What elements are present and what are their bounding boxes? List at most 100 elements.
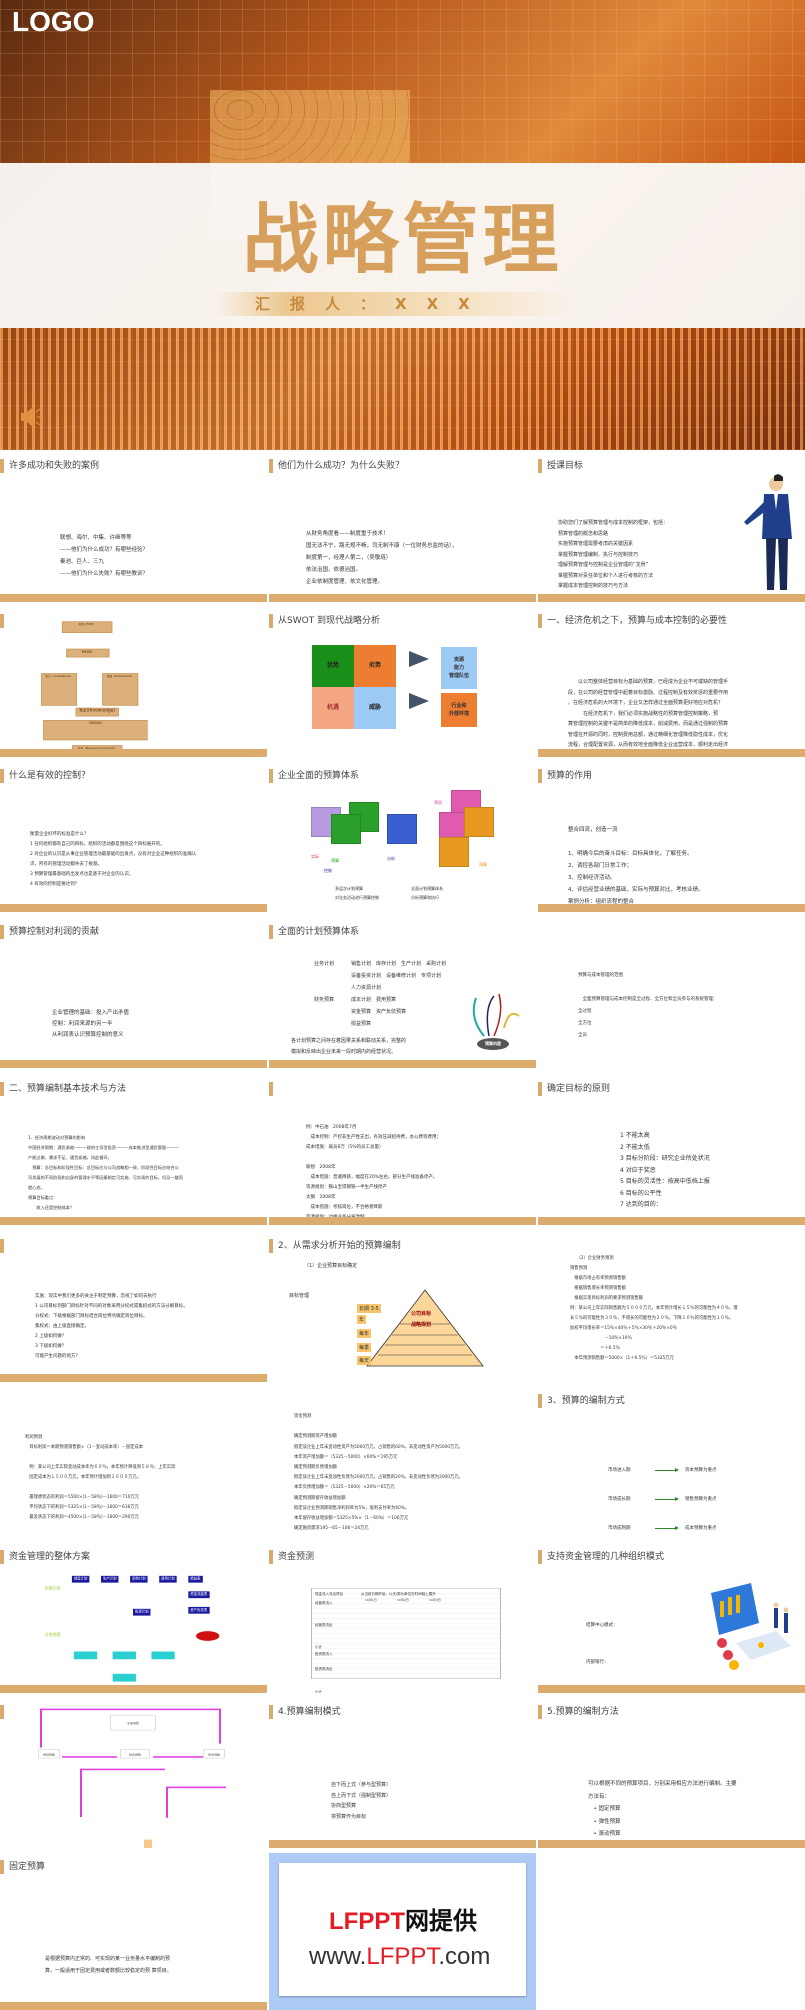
title-accent-bar [538, 769, 542, 783]
cyan-box [112, 1673, 136, 1682]
slide-title-text: 二、预算编制基本技术与方法 [9, 1084, 127, 1094]
budget-cube [439, 837, 469, 867]
figure-label: 损益预算 [351, 1021, 372, 1027]
flow-line [153, 1756, 203, 1758]
isometric-finance-illustration [711, 1583, 791, 1670]
text-line: 固定成本为１５００万元，本年预计增加到１６００万元。 [25, 1475, 142, 1480]
slide-thumbnail[interactable]: 二、预算编制基本技术与方法 1、经济周期波动对预算的影响中国经济周期：通货紧缩——… [0, 1075, 267, 1225]
text-line: 实施：现实中我们更多的关注于制定预算，忽视了如何去执行 [35, 1294, 157, 1299]
slide-thumbnail[interactable]: 授课目标协助您们了解预算管理与成本控制的框架，包括：预算管理的概念和思路实施预算… [538, 452, 805, 602]
figure-label: 预算 [331, 858, 339, 863]
text-line: 本年预测销售额＝5000×（1＋6.5％）＝5325万元 [570, 1356, 674, 1361]
slide-thumbnail[interactable]: 从SWOT 到现代战略分析优势劣势机遇威胁资源 能力 管理队伍行业和 外部环境 [269, 607, 536, 757]
text-line: 1、经济周期波动对预算的影响 [28, 1135, 86, 1140]
slide-bottom-bar [0, 2002, 267, 2010]
slide-bottom-bar [0, 1060, 267, 1068]
ad-url[interactable]: www.LFPPT.com [309, 1943, 490, 1971]
slide-body-text: 是根据预算内正常的、可实现的某一业务量水平编制的预算，一般适用于固定费用或者数额… [45, 1953, 172, 1977]
slide-thumbnail[interactable]: 资金管理的整体方案长期计划日常经营短期预算销售计划生产计划采购计划费用计划损益表… [0, 1543, 267, 1693]
text-line: 3 预算管理最基础的出发点也是基于对企业的认识。 [30, 872, 134, 877]
arrow-right-icon [655, 1497, 679, 1501]
text-line: 掌握预算对责任单位和个人进行考核的方法 [558, 572, 654, 579]
slide-thumbnail[interactable]: （2）企业财务预测销售预测 根据市场占有率预测销售额 根据销售增长率预测销售额 … [538, 1232, 805, 1382]
text-line: 是根据预算内正常的、可实现的某一业务量水平编制的预 [45, 1956, 171, 1962]
cyan-box [73, 1651, 98, 1660]
text-line: 理解预算管理与控制是企业管理的“龙骨” [558, 562, 649, 568]
arcs-diagram [472, 993, 520, 1037]
figure-label: 日常经营 [44, 1632, 61, 1637]
slide-thumbnail[interactable]: 利润预测 目标利润＝本期预测销售额×（1－变动成本率）－固定成本 例：某公司上年… [0, 1387, 267, 1537]
slide-title [0, 1239, 9, 1253]
slide-title: 确定目标的原则 [538, 1082, 610, 1096]
slide-title: 资金预测 [269, 1550, 314, 1564]
slide-title-text: 企业全面的预算体系 [278, 771, 360, 781]
flow-line [166, 1786, 226, 1789]
title-accent-bar [538, 1705, 542, 1719]
title-slide[interactable]: LOGO 战略管理 汇报人：XXX [0, 0, 805, 450]
slide-figure [0, 1387, 267, 1537]
budget-cube [464, 807, 494, 837]
slide-bottom-bar [0, 1217, 267, 1225]
title-accent-bar [269, 1550, 273, 1564]
slide-figure [538, 1543, 805, 1693]
slide-bottom-bar [538, 594, 805, 602]
slide-thumbnail[interactable]: 5.预算的编制方法可以根据不同的预算项目，分别采用相应方法进行编制。主要方法有：… [538, 1698, 805, 1848]
slide-thumbnail[interactable]: 全面预算经营预算财务预算资本预算预计损益表预计资产负债表预计现金流量表 [0, 1698, 267, 1848]
text-line: 识，所有的管理活动都失去了根基。 [30, 862, 102, 867]
slide-thumbnail[interactable]: 4.预算编制模式自下而上式（参与型预算）自上而下式（强制型预算）协商型预算将预算… [269, 1698, 536, 1848]
slide-figure [538, 1075, 805, 1225]
slide-figure [0, 1853, 267, 2010]
slide-thumbnail[interactable]: 资金预测确定预测期资产增加额假定该企业上年末变动性资产为5000万元，占销售的6… [269, 1387, 536, 1537]
text-line: 根据实现目标利润的要求预测销售额 [570, 1296, 644, 1301]
figure-label: 业务计划 [314, 961, 335, 967]
slide-bottom-bar [538, 1840, 805, 1848]
slide-title-text: 固定预算 [9, 1862, 46, 1872]
slide-thumbnail[interactable]: 许多成功和失败的案例联想、海尔、中集、许继等等——他们为什么成功？有哪些经验？秦… [0, 452, 267, 602]
speaker-icon[interactable] [18, 404, 44, 430]
slide-thumbnail[interactable]: 固定预算是根据预算内正常的、可实现的某一业务量水平编制的预算，一般适用于固定费用… [0, 1853, 267, 2010]
slide-body-text: 1、经济周期波动对预算的影响中国经济周期：通货紧缩———政府主导型投资———成本… [28, 1133, 183, 1213]
text-line: • 固定预算 [588, 1806, 621, 1812]
slide-thumbnail[interactable]: 3、预算的编制方式市场进入期资本预算为重点市场成长期销售预算为重点市场成熟期成本… [538, 1387, 805, 1537]
title-accent-bar [538, 1394, 542, 1408]
text-line: ＝＋6.5％ [570, 1346, 620, 1351]
slide-thumbnail[interactable]: 全面的计划预算体系各计划预算之间存在着因果关系和联动关系，完整的模拟和反映出企业… [269, 918, 536, 1068]
text-line: 本年留存收益增加额＝5325×5%×（1－60%）＝106万元 [294, 1516, 409, 1522]
slide-title: 授课目标 [538, 459, 583, 473]
slide-thumbnail[interactable]: 例：中石油 2008年7月 成本控制：严控非生产性支出，有效压减招待费，办公费等… [269, 1075, 536, 1225]
plan-box: 销售计划 [71, 1575, 90, 1583]
figure-label: 资金预算 资产负债预算 [351, 1009, 407, 1015]
slide-title-text: 从SWOT 到现代战略分析 [278, 616, 381, 626]
figure-label: 小计 [315, 1690, 322, 1693]
swot-cell: 优势 [312, 645, 354, 687]
slide-thumbnail[interactable] [538, 1853, 805, 2010]
figure-label: 对业务活动进行预算控制 [335, 895, 379, 900]
slide-thumbnail[interactable]: 什么是有效的控制？衡量企业好坏的标准是什么？1 任何组织都有自己的目标，组织的活… [0, 762, 267, 912]
slide-thumbnail[interactable]: 预算控制对利润的贡献企业管理的基础：投入产出矛盾控制：利润来源的另一半从利润表认… [0, 918, 267, 1068]
slide-figure: 利润（Profit）预算管理：能力（competences）禀赋（Endowme… [0, 607, 192, 757]
slide-thumbnail[interactable]: 他们为什么成功？为什么失败？从财务角度看——制度重于技术！国无法不宁，路无规不畅… [269, 452, 536, 602]
slide-title-text: 资金管理的整体方案 [9, 1552, 91, 1562]
text-line: 段，在公司的经营管理中起着目标激励、过程控制及有效奖惩的重要作用 [568, 689, 729, 696]
text-line: 司发展的不同阶段和自身的管理水平等因素制定可实施、可实现的目标，切忌一蹴而 [28, 1175, 183, 1180]
title-accent-bar [0, 1550, 4, 1564]
slide-bottom-bar [269, 1840, 536, 1848]
slide-thumbnail[interactable]: 企业全面的预算体系预测实际预算控制分析预算多层次计划预算对业务活动进行预算控制全… [269, 762, 536, 912]
flow-line [219, 1708, 221, 1744]
figure-label: 分析预算和执行 [411, 895, 439, 900]
slide-thumbnail[interactable]: 预算与成本管理的范围 全面预算管理与成本控制是全过程、全方位和全员参与的系统管理… [538, 918, 805, 1068]
slide-thumbnail[interactable]: 利润（Profit）预算管理：能力（competences）禀赋（Endowme… [0, 607, 267, 757]
slide-title: 预算控制对利润的贡献 [0, 925, 99, 939]
slide-thumbnail[interactable]: 一、经济危机之下，预算与成本控制的必要性 以公司整体经营目标为基础的预算，已经成… [538, 607, 805, 757]
slide-figure [0, 762, 267, 912]
